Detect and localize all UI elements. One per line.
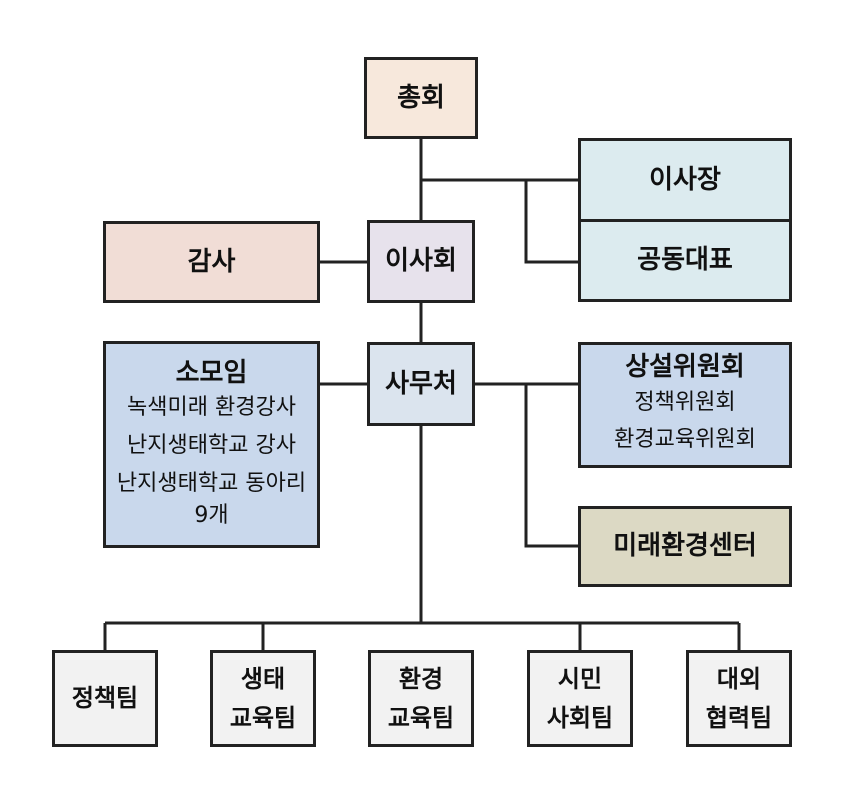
team-label-line2: 협력팀 [705,703,773,732]
general-assembly-label: 총회 [397,82,445,113]
small-group-item: 녹색미래 환경강사 [127,395,296,421]
small-groups-title: 소모임 [175,357,248,388]
team-box-eco-education: 생태 교육팀 [210,650,316,747]
co-representative-box: 공동대표 [578,219,792,302]
standing-committees-box: 상설위원회 정책위원회 환경교육위원회 [578,342,792,468]
team-label-line1: 환경 [398,665,444,694]
team-label-line2: 사회팀 [546,703,614,732]
secretariat-label: 사무처 [385,368,457,399]
small-groups-box: 소모임 녹색미래 환경강사 난지생태학교 강사 난지생태학교 동아리 9개 [103,341,320,548]
chair-label: 이사장 [649,164,721,195]
team-label-line1: 정책팀 [71,684,139,713]
co-representative-label: 공동대표 [637,245,733,276]
general-assembly-box: 총회 [364,57,478,139]
future-center-label: 미래환경센터 [613,531,757,562]
team-label-line2: 교육팀 [229,703,297,732]
board-label: 이사회 [385,246,457,277]
team-box-external-cooperation: 대외 협력팀 [686,650,792,747]
chair-box: 이사장 [578,138,792,222]
team-box-env-education: 환경 교육팀 [368,650,474,747]
line-to-future-center [524,384,580,548]
auditor-box: 감사 [103,221,320,303]
secretariat-box: 사무처 [367,342,475,426]
committee-item: 정책위원회 [634,389,736,415]
team-label-line1: 대외 [716,665,762,694]
future-center-box: 미래환경센터 [578,506,792,587]
small-group-item: 난지생태학교 강사 [127,432,296,458]
committee-item: 환경교육위원회 [614,427,756,453]
board-box: 이사회 [367,220,475,303]
line-to-co-representative [524,180,580,264]
auditor-label: 감사 [187,246,236,277]
standing-committees-title: 상설위원회 [625,352,745,383]
team-label-line1: 생태 [240,665,286,694]
team-label-line1: 시민 [557,665,603,694]
small-group-item: 난지생태학교 동아리 9개 [116,471,307,529]
team-label-line2: 교육팀 [387,703,455,732]
team-box-policy: 정책팀 [52,650,158,747]
team-box-civil-society: 시민 사회팀 [527,650,633,747]
